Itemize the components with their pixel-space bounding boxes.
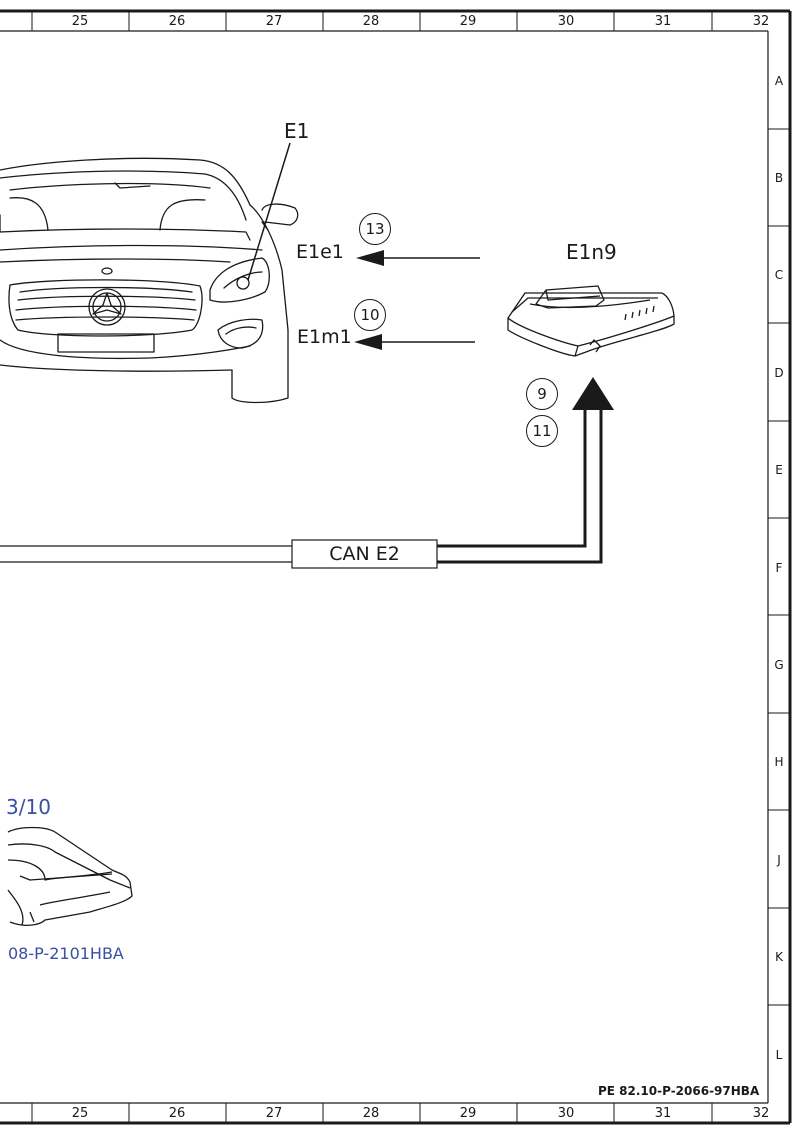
row-letter: E	[775, 463, 783, 477]
column-number-bottom: 31	[654, 1106, 672, 1121]
row-letter: A	[774, 74, 784, 88]
column-number-top: 31	[654, 14, 672, 29]
row-letter: D	[774, 366, 784, 380]
row-letter: L	[775, 1048, 783, 1062]
column-number-bottom: 32	[752, 1106, 770, 1121]
ref-circle-11: 11	[526, 415, 558, 447]
column-number-top: 28	[362, 14, 380, 29]
partial-module-illustration	[7, 826, 133, 926]
column-number-top: 25	[71, 14, 89, 29]
column-number-top: 27	[265, 14, 283, 29]
column-number-bottom: 25	[71, 1106, 89, 1121]
column-number-bottom: 26	[168, 1106, 186, 1121]
column-number-top: 32	[752, 14, 770, 29]
partial-document-link[interactable]: 08-P-2101HBA	[8, 944, 124, 963]
can-e2-box	[291, 539, 438, 569]
page-identifier: PE 82.10-P-2066-97HBA	[598, 1084, 760, 1098]
signal-arrows	[354, 250, 480, 350]
ref-circle-9: 9	[526, 378, 558, 410]
column-number-top: 30	[557, 14, 575, 29]
label-e1m1: E1m1	[297, 326, 352, 348]
row-letter: H	[774, 755, 784, 769]
e1n9-control-unit-illustration	[507, 285, 675, 357]
column-number-bottom: 27	[265, 1106, 283, 1121]
row-letter: G	[774, 658, 784, 672]
column-number-top: 26	[168, 14, 186, 29]
row-letter: J	[777, 853, 781, 867]
row-letter: C	[774, 268, 784, 282]
ref-circle-10: 10	[354, 299, 386, 331]
partial-reference-link[interactable]: 3/10	[6, 795, 51, 819]
can-bus-lines	[0, 410, 603, 564]
column-number-bottom: 30	[557, 1106, 575, 1121]
column-number-bottom: 29	[459, 1106, 477, 1121]
can-up-arrow-head	[572, 377, 614, 410]
column-number-bottom: 28	[362, 1106, 380, 1121]
label-e1n9: E1n9	[566, 240, 617, 264]
ref-circle-13: 13	[359, 213, 391, 245]
label-e1e1: E1e1	[296, 241, 344, 263]
label-e1: E1	[284, 119, 310, 143]
can-e2-label: CAN E2	[329, 543, 400, 565]
column-number-top: 29	[459, 14, 477, 29]
row-letter: K	[775, 950, 783, 964]
row-letter: B	[774, 171, 784, 185]
e1-leader-line	[247, 142, 291, 281]
vehicle-front-illustration	[0, 157, 299, 404]
row-letter: F	[775, 561, 783, 575]
